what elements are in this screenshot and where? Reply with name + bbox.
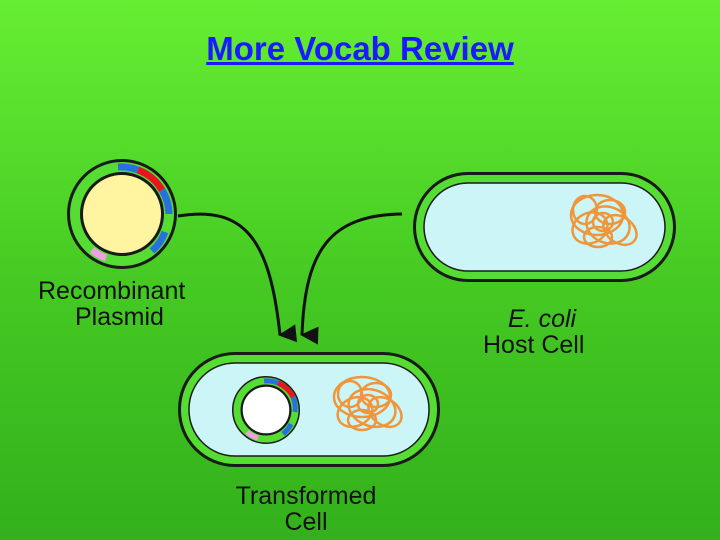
slide-title: More Vocab Review xyxy=(206,30,514,67)
transformed-chromosome xyxy=(332,375,403,432)
host-label-line1: E. coli xyxy=(508,305,577,333)
transformed-label-line1: Transformed xyxy=(235,482,377,510)
transformed-cell xyxy=(178,352,440,467)
host-cell-label: E. coli Host Cell xyxy=(483,306,584,358)
plasmid-label: Recombinant Plasmid xyxy=(38,278,185,330)
host-label-line2: Host Cell xyxy=(483,331,585,359)
recombinant-plasmid xyxy=(67,159,177,269)
arrow-host-to-cell xyxy=(300,212,403,345)
transformed-label-line2: Cell xyxy=(284,508,328,536)
transformed-plasmid xyxy=(232,376,300,444)
host-chromosome xyxy=(569,193,638,249)
arrow-plasmid-to-cell xyxy=(177,212,298,343)
transformed-cell-label: Transformed Cell xyxy=(210,483,402,535)
plasmid-label-line2: Plasmid xyxy=(75,303,164,331)
plasmid-label-line1: Recombinant xyxy=(38,277,186,305)
host-cell xyxy=(413,172,676,282)
